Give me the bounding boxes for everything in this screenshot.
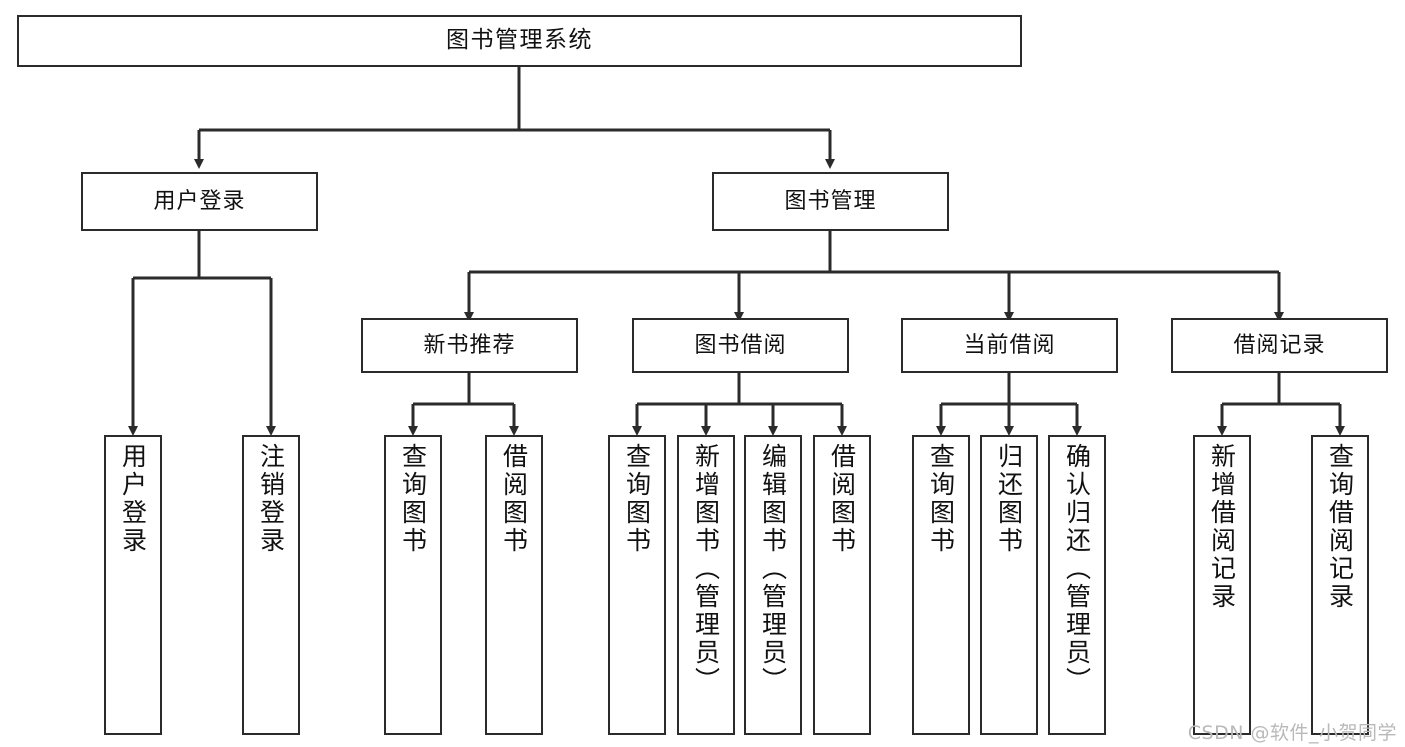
node-label: 图书管理 (784, 188, 877, 214)
leaf-add-record[interactable]: 新增借阅记录 (1193, 435, 1251, 735)
node-label: 查询图书 (622, 443, 652, 555)
node-label: 当前借阅 (963, 332, 1056, 358)
node-current-borrow[interactable]: 当前借阅 (901, 318, 1118, 373)
node-label: 归还图书 (994, 443, 1024, 555)
node-root-system[interactable]: 图书管理系统 (17, 15, 1022, 67)
node-label: 查询图书 (398, 443, 428, 555)
node-label: 注销登录 (256, 443, 286, 555)
node-label: 新书推荐 (423, 332, 516, 358)
leaf-query-book-3[interactable]: 查询图书 (912, 435, 970, 735)
node-label: 图书管理系统 (446, 27, 593, 54)
leaf-query-record[interactable]: 查询借阅记录 (1311, 435, 1369, 735)
watermark-text: CSDN @软件_小贺同学 (1187, 722, 1397, 744)
node-label: 用户登录 (153, 188, 246, 214)
node-label: 用户登录 (118, 443, 148, 555)
leaf-edit-book[interactable]: 编辑图书（管理员） (744, 435, 802, 735)
node-label: 编辑图书（管理员） (758, 443, 788, 695)
leaf-add-book[interactable]: 新增图书（管理员） (677, 435, 735, 735)
leaf-logout[interactable]: 注销登录 (242, 435, 300, 735)
node-label: 借阅图书 (827, 443, 857, 555)
node-label: 借阅图书 (499, 443, 529, 555)
leaf-return-book[interactable]: 归还图书 (980, 435, 1038, 735)
leaf-borrow-book-1[interactable]: 借阅图书 (485, 435, 543, 735)
node-label: 确认归还（管理员） (1062, 443, 1092, 695)
node-user-login[interactable]: 用户登录 (81, 172, 318, 231)
node-borrow-record[interactable]: 借阅记录 (1171, 318, 1388, 373)
leaf-confirm-return[interactable]: 确认归还（管理员） (1048, 435, 1106, 735)
leaf-query-book-1[interactable]: 查询图书 (384, 435, 442, 735)
node-book-manage[interactable]: 图书管理 (712, 172, 949, 231)
leaf-user-login[interactable]: 用户登录 (104, 435, 162, 735)
leaf-borrow-book-2[interactable]: 借阅图书 (813, 435, 871, 735)
node-label: 新增借阅记录 (1207, 443, 1237, 611)
node-label: 查询借阅记录 (1325, 443, 1355, 611)
leaf-query-book-2[interactable]: 查询图书 (608, 435, 666, 735)
node-book-borrow[interactable]: 图书借阅 (632, 318, 849, 373)
node-label: 查询图书 (926, 443, 956, 555)
node-new-book-rec[interactable]: 新书推荐 (361, 318, 578, 373)
node-label: 图书借阅 (694, 332, 787, 358)
node-label: 借阅记录 (1233, 332, 1326, 358)
node-label: 新增图书（管理员） (691, 443, 721, 695)
